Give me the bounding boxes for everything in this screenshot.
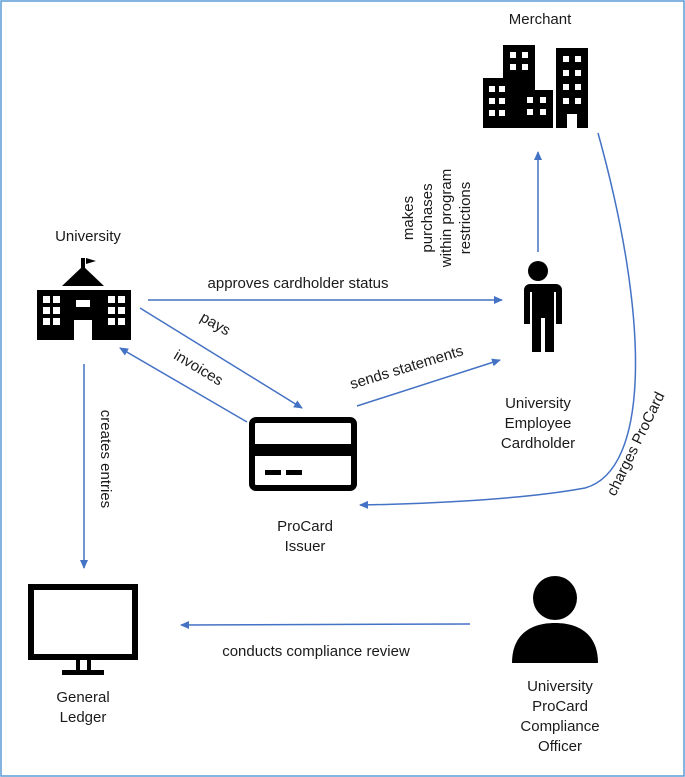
person-icon bbox=[520, 261, 562, 352]
node-label-line: Issuer bbox=[284, 538, 326, 555]
node-label-line: General bbox=[56, 689, 110, 706]
edge-label-creates-entries: creates entries bbox=[97, 410, 114, 508]
node-label-line: Compliance bbox=[520, 718, 600, 735]
edge-label-approves: approves cardholder status bbox=[208, 275, 389, 292]
university-building-icon bbox=[37, 258, 131, 340]
node-label-line: Employee bbox=[504, 415, 572, 432]
edge-label-pays: pays bbox=[197, 309, 233, 340]
node-label-ledger: General Ledger bbox=[40, 688, 126, 728]
node-label-line: Ledger bbox=[59, 709, 107, 726]
arrow-compliance-review bbox=[180, 620, 471, 629]
arrow-invoices bbox=[119, 347, 248, 423]
node-label-merchant: Merchant bbox=[508, 11, 572, 28]
node-label-line: ProCard bbox=[277, 518, 333, 535]
node-label-officer: University ProCard Compliance Officer bbox=[505, 677, 615, 757]
svg-text:within program: within program bbox=[438, 169, 455, 268]
arrow-pays bbox=[139, 307, 303, 409]
credit-card-icon bbox=[249, 417, 357, 491]
node-label-line: ProCard bbox=[532, 698, 588, 715]
edge-label-sends-statements: sends statements bbox=[348, 342, 465, 393]
edge-label-charges: charges ProCard bbox=[603, 389, 668, 498]
node-label-line: Cardholder bbox=[500, 435, 576, 452]
edge-label-makes-purchases: makes purchases within program restricti… bbox=[400, 169, 474, 268]
svg-text:restrictions: restrictions bbox=[457, 182, 474, 255]
node-label-line: University bbox=[505, 395, 571, 412]
node-label-line: Officer bbox=[538, 738, 582, 755]
computer-monitor-icon bbox=[28, 584, 138, 675]
node-label-university: University bbox=[55, 228, 121, 245]
arrow-charges-procard bbox=[359, 132, 637, 509]
svg-text:purchases: purchases bbox=[419, 183, 436, 252]
edge-label-compliance-review: conducts compliance review bbox=[222, 643, 410, 660]
office-buildings-icon bbox=[483, 45, 588, 128]
node-label-issuer: ProCard Issuer bbox=[260, 517, 350, 557]
node-label-line: University bbox=[527, 678, 593, 695]
user-silhouette-icon bbox=[512, 576, 598, 663]
svg-text:makes: makes bbox=[400, 196, 417, 240]
arrow-sends-statements bbox=[356, 358, 501, 407]
node-label-cardholder: University Employee Cardholder bbox=[478, 394, 598, 454]
